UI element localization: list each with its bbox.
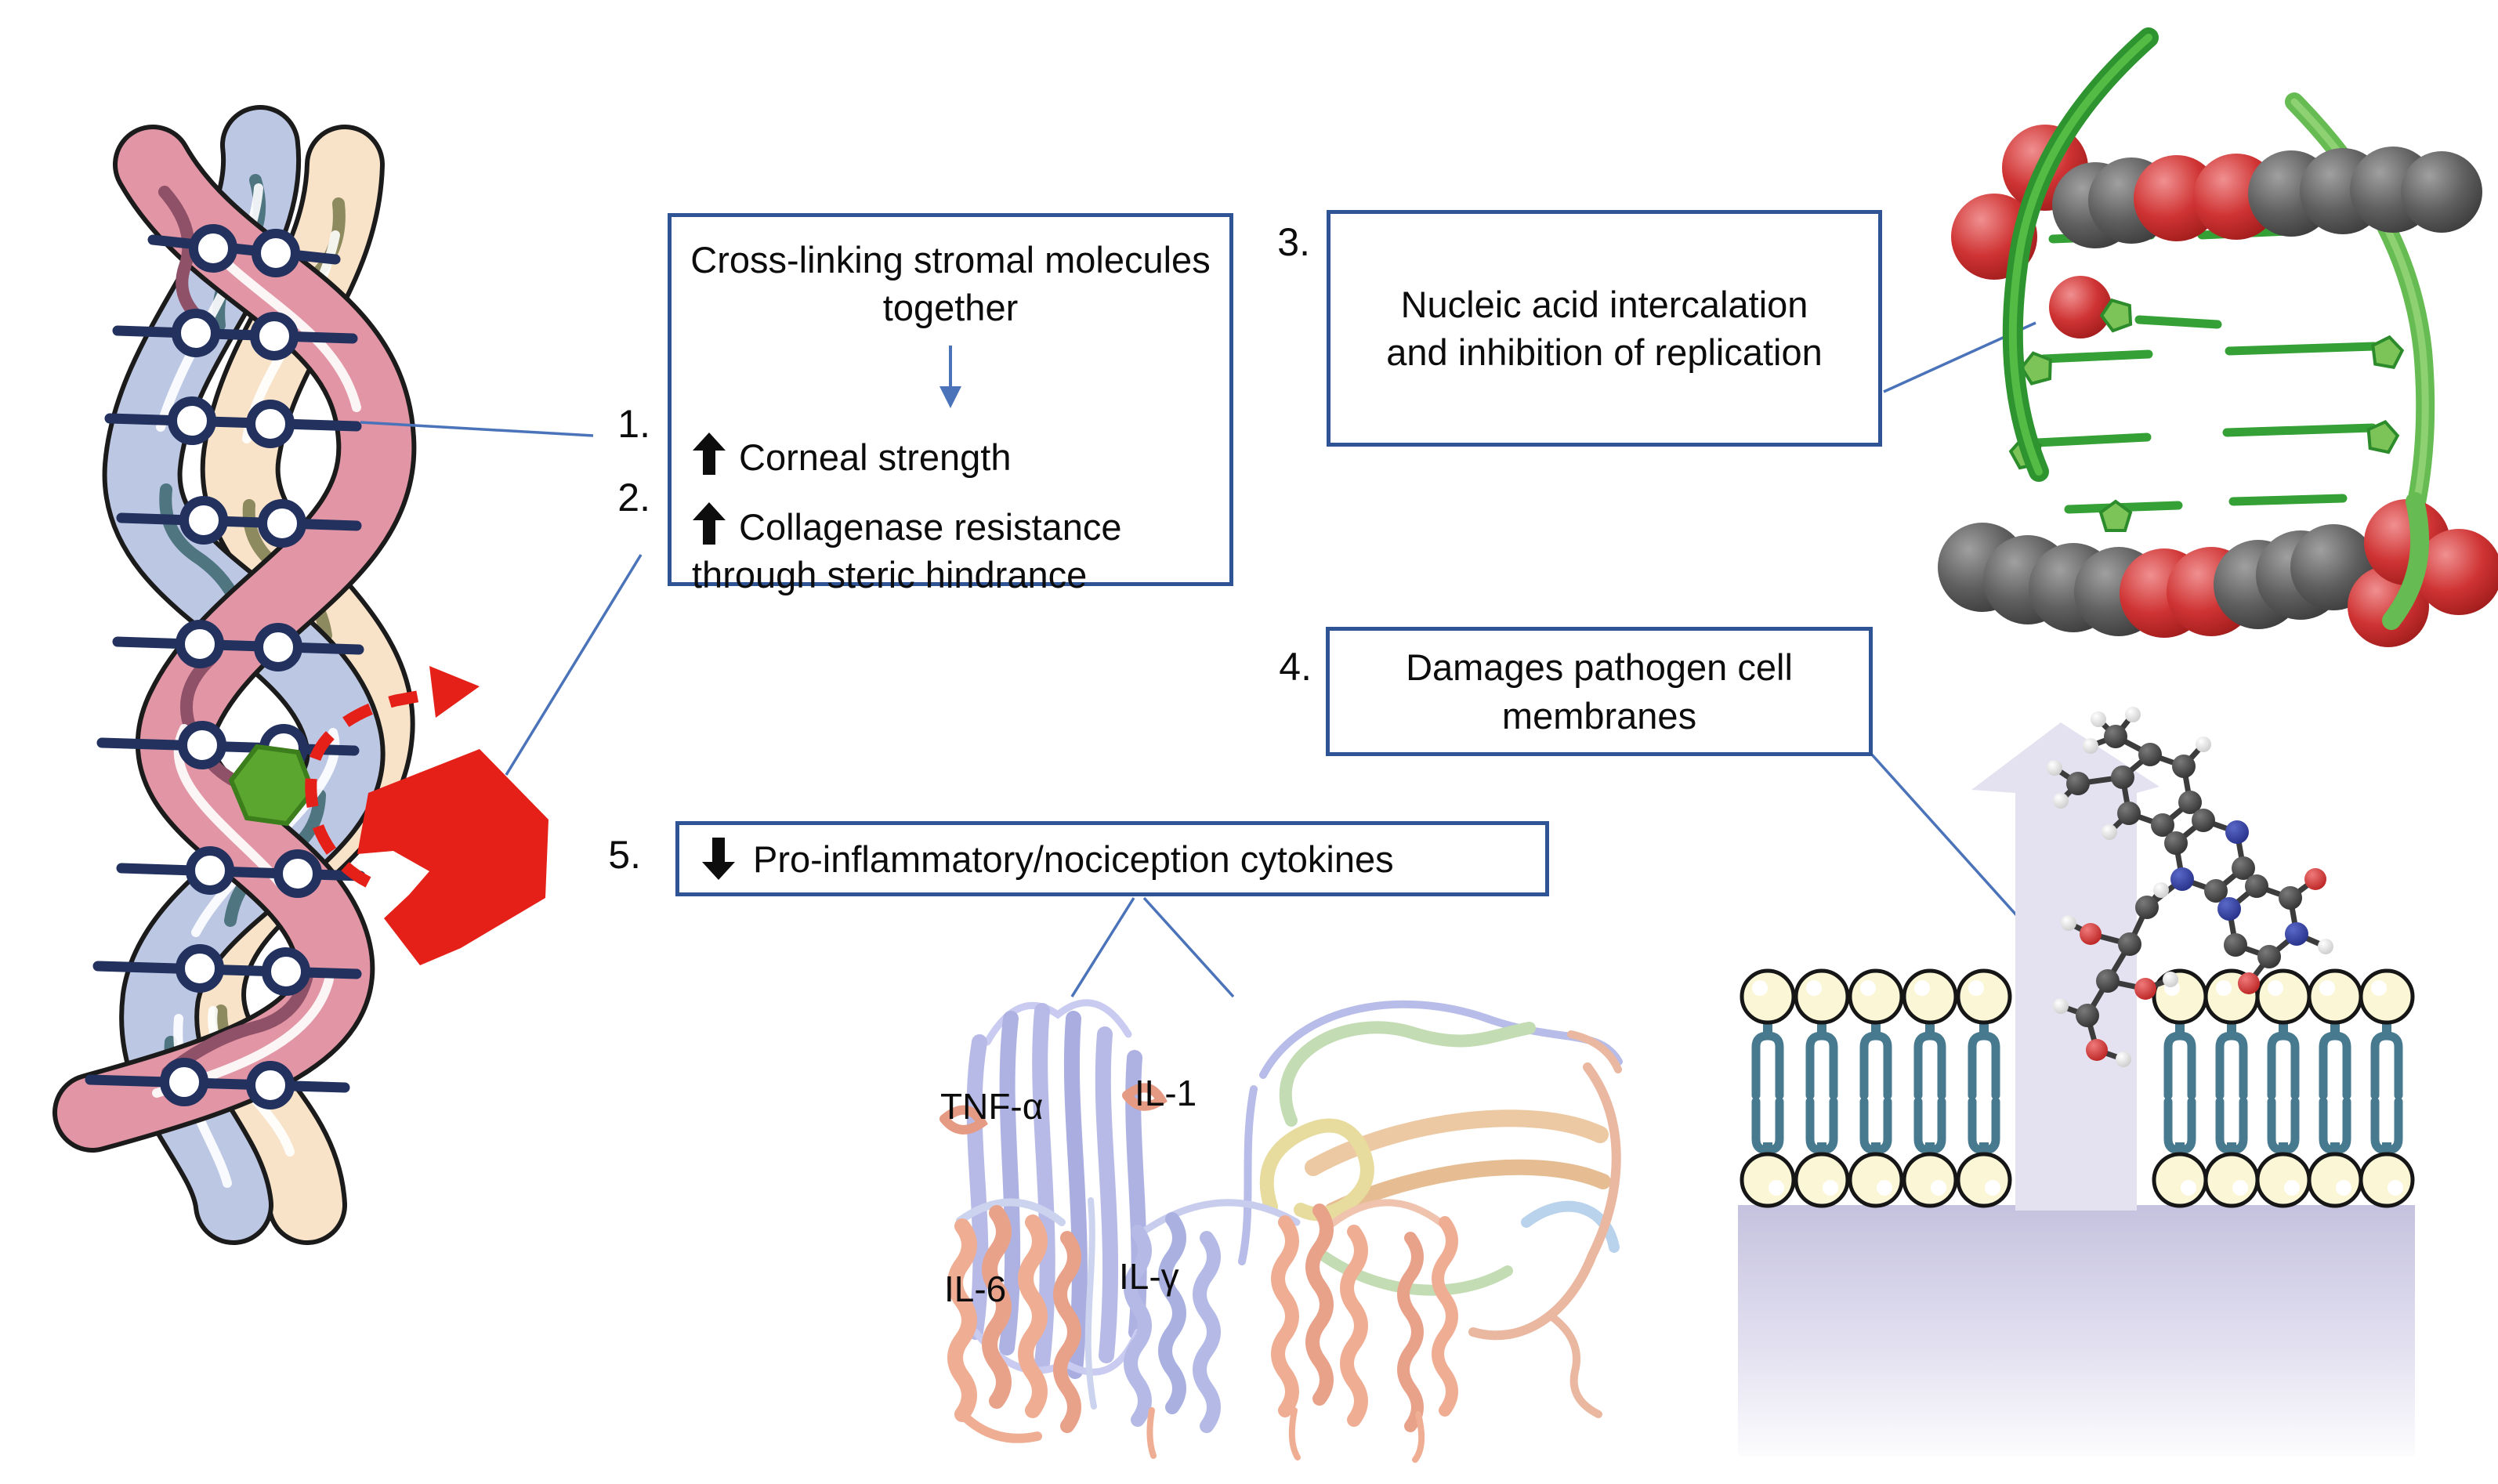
protein-tnf-alpha: [939, 999, 1168, 1379]
connector-line: [505, 554, 643, 776]
cytokine-label-il-6: IL-6: [944, 1269, 1007, 1309]
crosslink-bars: [85, 234, 366, 1093]
connector-line: [1142, 896, 1235, 998]
effect-item-text: Corneal strength: [739, 436, 1012, 479]
dna-intercalation-illustration: [1938, 27, 2498, 647]
collagen-triple-helix: [52, 105, 417, 1245]
connector-line: [1070, 897, 1135, 997]
lipid-bilayer-right: [2154, 971, 2413, 1206]
intercalated-molecule-top: [1951, 125, 2482, 338]
effect-item-text: Collagenase resistance through steric hi…: [692, 506, 1122, 596]
item-number-4: 4.: [1279, 645, 1312, 689]
crosslink-rings: [160, 224, 322, 1109]
cytokines-text: Pro-inflammatory/nociception cytokines: [753, 838, 1394, 880]
deflected-enzyme-arrowhead: [429, 666, 480, 718]
protein-il-6: [955, 1197, 1097, 1443]
cytokine-label-tnf-alpha: TNF-α: [940, 1086, 1044, 1127]
effect-item-corneal-strength: Corneal strength: [692, 432, 1209, 481]
riboflavin-hexagon: [228, 744, 316, 827]
cytokines-box: Pro-inflammatory/nociception cytokines: [675, 821, 1549, 896]
collagenase-enzyme-shape: [357, 749, 548, 965]
cytoplasm-gradient: [1738, 1205, 2415, 1456]
protein-il-1: [1238, 1000, 1623, 1418]
effect-item-collagenase-resistance: Collagenase resistance through steric hi…: [692, 501, 1209, 599]
riboflavin-molecule: [2047, 707, 2333, 1067]
item-number-3: 3.: [1277, 220, 1310, 264]
cytokine-label-il-gamma: IL-γ: [1119, 1256, 1179, 1297]
membrane-penetration-arrow: [1971, 722, 2160, 1211]
nucleic-acid-text: Nucleic acid intercalation and inhibitio…: [1386, 283, 1823, 373]
protein-il-gamma: [1131, 1199, 1452, 1463]
connector-line: [360, 421, 594, 437]
crosslinking-title: Cross-linking stromal molecules together: [690, 239, 1211, 329]
implies-arrow-icon: [939, 346, 961, 409]
item-number-2: 2.: [617, 476, 650, 519]
crosslinking-effects-box: Cross-linking stromal molecules together…: [668, 213, 1233, 595]
intercalated-molecule-bottom: [1938, 499, 2498, 647]
increase-arrow-icon: [693, 433, 726, 476]
lipid-bilayer-left: [1742, 971, 2010, 1206]
increase-arrow-icon: [693, 502, 726, 545]
blocked-collagenase-group: [305, 666, 548, 965]
item-number-1: 1.: [617, 402, 650, 446]
nucleic-acid-box: Nucleic acid intercalation and inhibitio…: [1327, 210, 1882, 447]
deflected-enzyme-arrow: [305, 688, 431, 888]
item-number-5: 5.: [608, 833, 641, 877]
decrease-arrow-icon: [702, 838, 735, 880]
connector-lines: [360, 321, 2056, 998]
membrane-damage-box: Damages pathogen cell membranes: [1326, 627, 1873, 756]
membrane-damage-text: Damages pathogen cell membranes: [1406, 646, 1793, 737]
pathogen-membrane-illustration: [1738, 722, 2415, 1456]
cytokine-label-il-1: IL-1: [1135, 1073, 1197, 1113]
